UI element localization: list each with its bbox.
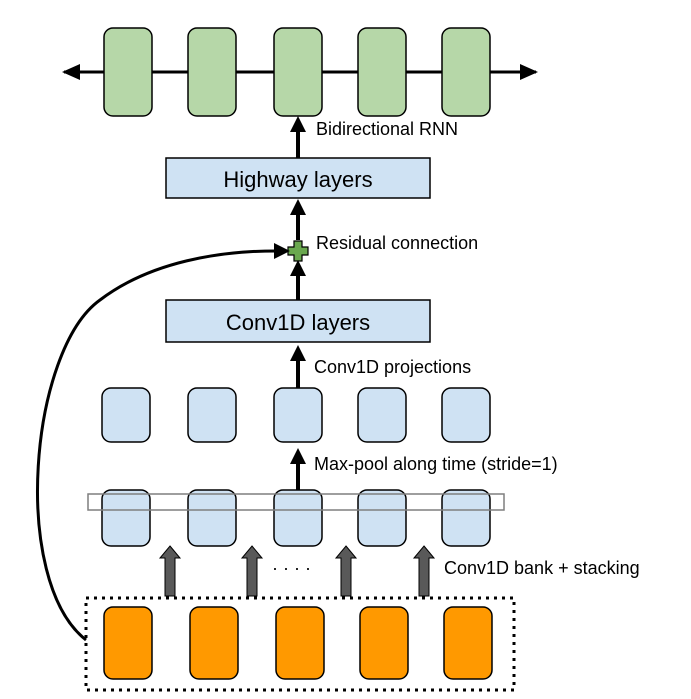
label-highway-layers: Highway layers xyxy=(223,167,372,192)
conv-bank-cells xyxy=(101,489,491,547)
rnn-cell xyxy=(441,27,491,117)
label-maxpool: Max-pool along time (stride=1) xyxy=(314,454,558,474)
up-arrow-icon xyxy=(240,545,264,597)
arrowhead xyxy=(290,116,306,132)
input-cell xyxy=(359,606,409,680)
label-residual-connection: Residual connection xyxy=(316,233,478,253)
bank-cell xyxy=(357,489,407,547)
arrowhead xyxy=(290,345,306,361)
label-conv1d-layers: Conv1D layers xyxy=(226,310,370,335)
pooled-cell xyxy=(101,387,151,443)
arrowhead xyxy=(290,448,306,464)
rnn-cell xyxy=(357,27,407,117)
label-bidirectional-rnn: Bidirectional RNN xyxy=(316,119,458,139)
rnn-cell xyxy=(103,27,153,117)
rnn-cell xyxy=(273,27,323,117)
rnn-cells xyxy=(103,27,491,117)
pooled-cell xyxy=(357,387,407,443)
input-cell xyxy=(443,606,493,680)
arrowhead xyxy=(290,260,306,276)
highway-layers-box xyxy=(165,157,431,199)
bank-cell xyxy=(101,489,151,547)
input-cell xyxy=(189,606,239,680)
pooled-cell xyxy=(441,387,491,443)
rnn-right-arrowhead xyxy=(520,64,538,80)
residual-curve xyxy=(36,249,284,642)
pooled-cell xyxy=(187,387,237,443)
bank-cell xyxy=(441,489,491,547)
up-arrow-icon xyxy=(158,545,182,597)
residual-arrowhead xyxy=(274,243,290,259)
up-arrow-icon xyxy=(334,545,358,597)
label-conv1d-bank: Conv1D bank + stacking xyxy=(444,558,640,578)
label-ellipsis: · · · · xyxy=(272,558,311,578)
conv1d-layers-box xyxy=(165,299,431,343)
input-cell xyxy=(275,606,325,680)
input-cell xyxy=(103,606,153,680)
maxpool-window xyxy=(87,493,505,511)
arrowhead xyxy=(290,199,306,215)
residual-plus-icon xyxy=(287,240,309,262)
bank-up-arrows xyxy=(158,545,436,597)
input-cells xyxy=(103,606,493,680)
bank-cell xyxy=(273,489,323,547)
rnn-cell xyxy=(187,27,237,117)
pooled-cell xyxy=(273,387,323,443)
up-arrow-icon xyxy=(412,545,436,597)
rnn-left-arrowhead xyxy=(62,64,80,80)
label-conv1d-projections: Conv1D projections xyxy=(314,357,471,377)
input-dotted-box xyxy=(84,596,516,692)
bank-cell xyxy=(187,489,237,547)
maxpool-cells xyxy=(101,387,491,443)
